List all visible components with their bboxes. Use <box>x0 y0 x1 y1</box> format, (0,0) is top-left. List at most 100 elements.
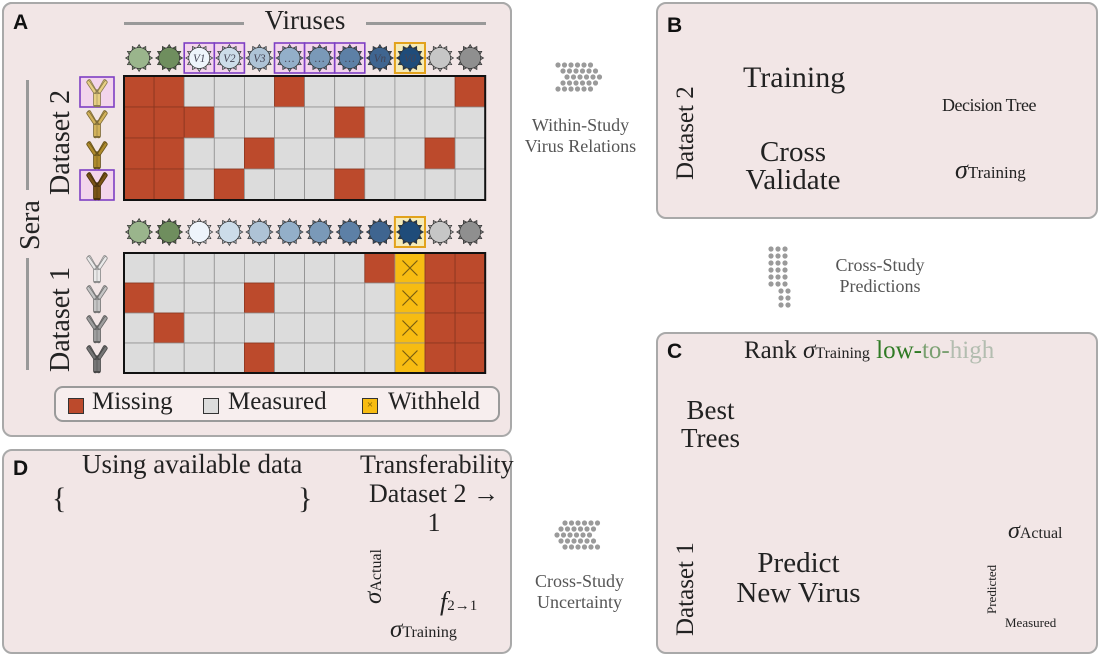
connector-dot <box>580 532 586 538</box>
virus-icon-dataset2 <box>124 43 154 73</box>
antibody-arm <box>98 81 107 93</box>
connector-dot <box>596 74 603 80</box>
cell-measured <box>274 312 306 344</box>
predict-label: Predict <box>757 547 840 579</box>
cell-measured <box>394 106 426 139</box>
connector-dot <box>566 80 573 86</box>
cell-measured <box>334 137 366 170</box>
cross-study-uncertainty-line2: Uncertainty <box>537 592 622 612</box>
cell-measured <box>304 342 336 374</box>
cell-missing <box>274 75 306 108</box>
cell-measured <box>274 342 306 374</box>
connector-dot <box>558 538 564 544</box>
antibody-arm <box>87 317 96 329</box>
cross-study-uncertainty-dots-icon <box>554 520 601 550</box>
antibody-arm <box>87 287 96 299</box>
f-subscript: 2→1 <box>447 598 478 614</box>
cell-measured <box>213 252 245 284</box>
virus-tag: Vn <box>374 53 387 65</box>
virus-icon-dataset2: V0 <box>395 43 425 73</box>
cell-measured <box>304 168 336 201</box>
connector-dot <box>561 62 568 68</box>
connector-dot <box>561 86 568 92</box>
viruses-title: Viruses <box>264 5 346 35</box>
dataset1-label-c: Dataset 1 <box>672 542 699 636</box>
cell-missing <box>213 168 245 201</box>
antibody-arm <box>98 287 107 299</box>
viruses-title-line-left <box>124 22 244 25</box>
dataset2-grid-border <box>123 75 487 201</box>
connector-dot <box>782 260 788 266</box>
cell-measured <box>243 106 275 139</box>
connector-dot <box>594 544 601 550</box>
set-close-brace: } <box>298 482 313 515</box>
antibody-icon-dataset2 <box>86 172 108 201</box>
virus-icon-dataset2 <box>456 43 485 73</box>
connector-dot <box>567 532 573 538</box>
cell-measured <box>364 106 396 139</box>
connector-dot <box>566 68 573 74</box>
cell-measured <box>213 282 245 314</box>
withheld-x-icon <box>402 320 418 336</box>
cell-missing <box>123 137 155 170</box>
antibody-icon-dataset2 <box>86 110 108 139</box>
cell-measured <box>364 137 396 170</box>
connector-dot <box>785 295 791 301</box>
connector-dot <box>575 544 581 550</box>
predict-new-virus-label: Predict New Virus <box>726 548 871 608</box>
viruses-title-line-right <box>366 22 486 25</box>
cross-study-uncertainty-line1: Cross-Study <box>534 571 624 591</box>
cell-missing <box>364 252 396 284</box>
virus-icon-dataset1 <box>365 217 394 247</box>
rank-to: to- <box>921 337 950 364</box>
cell-measured <box>123 252 155 284</box>
cell-measured <box>183 312 215 344</box>
cell-measured <box>364 282 396 314</box>
virus-icon-dataset1 <box>185 217 214 247</box>
cross-study-uncertainty-label: Cross-Study Uncertainty <box>522 571 637 613</box>
connector-dot <box>775 281 781 287</box>
cell-missing <box>153 137 185 170</box>
cell-measured <box>274 106 306 139</box>
cell-measured <box>153 252 185 284</box>
transfer-x-sub: Training <box>402 624 457 641</box>
connector-dot <box>579 68 586 74</box>
virus-icon-dataset2: … <box>305 43 334 73</box>
connector-dot <box>782 267 788 273</box>
virus-tag: … <box>315 53 325 65</box>
cell-missing <box>424 312 456 344</box>
connector-dot <box>568 544 575 550</box>
set-open-brace: { <box>52 482 67 515</box>
dataset1-grid <box>123 252 487 374</box>
connector-dot <box>775 253 781 259</box>
virus-icon-dataset1 <box>124 217 154 247</box>
virus-body <box>248 47 271 69</box>
predicted-axis-label: Predicted <box>984 564 999 614</box>
connector-dot <box>592 80 599 86</box>
cell-measured <box>304 252 336 284</box>
connector-dot <box>782 246 788 252</box>
within-study-line1: Within-Study <box>531 115 630 135</box>
cell-missing <box>424 342 456 374</box>
new-virus-label: New Virus <box>736 577 861 609</box>
virus-body <box>338 221 361 243</box>
virus-body <box>399 221 421 243</box>
cross-study-predictions-line2: Predictions <box>839 276 921 296</box>
virus-body <box>128 47 150 69</box>
antibody-arm <box>98 112 107 124</box>
virus-body <box>188 47 211 69</box>
transfer-y-sub: Actual <box>368 549 385 592</box>
cell-missing <box>123 106 155 139</box>
connector-dot <box>573 532 580 538</box>
cell-missing <box>424 137 456 170</box>
cell-missing <box>454 282 486 314</box>
cell-missing <box>454 312 486 344</box>
connector-dot <box>581 520 588 526</box>
cell-measured <box>454 168 486 201</box>
antibody-arm <box>87 257 96 269</box>
measured-axis-label: Measured <box>1005 615 1057 630</box>
virus-icon-dataset1 <box>155 217 184 247</box>
virus-body <box>218 47 241 69</box>
connector-dot <box>577 526 584 532</box>
antibody-arm <box>87 347 96 359</box>
